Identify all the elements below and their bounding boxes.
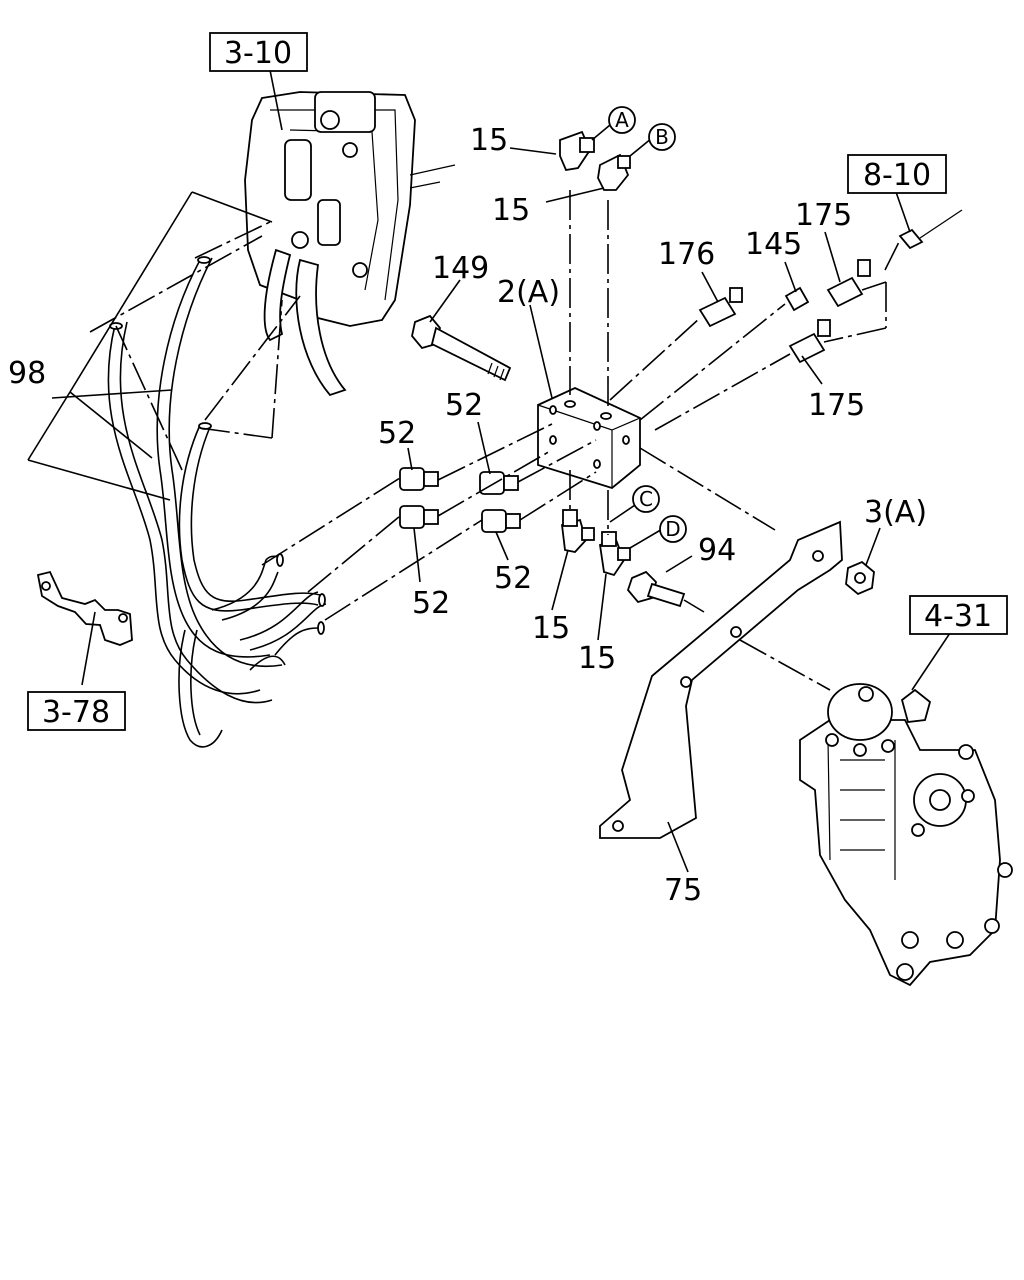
leader-lines: [27, 69, 953, 873]
switch-175-bottom: [788, 319, 831, 364]
switch-176: [698, 287, 743, 328]
switch-175-top: [826, 259, 871, 308]
union-fittings-52: [399, 467, 521, 533]
label-15-b: 15: [492, 193, 530, 228]
label-149: 149: [432, 251, 489, 286]
callout-a: A: [608, 106, 636, 134]
ref-label-3-78: 3-78: [42, 695, 110, 730]
label-175-top: 175: [795, 198, 852, 233]
svg-text:B: B: [655, 125, 669, 149]
label-52-a: 52: [378, 416, 416, 451]
label-15-a: 15: [470, 123, 508, 158]
pipe-clip: [36, 570, 133, 646]
steering-gear-box: [799, 683, 1013, 987]
pressure-switches: [698, 209, 963, 364]
ref-label-4-31: 4-31: [924, 599, 992, 634]
callout-b: B: [648, 123, 676, 151]
svg-text:C: C: [639, 487, 653, 511]
dashed-guide-lines: [89, 190, 901, 691]
label-176: 176: [658, 237, 715, 272]
ref-box-4-31: 4-31: [909, 595, 1008, 635]
label-175-bottom: 175: [808, 388, 865, 423]
callout-d: D: [659, 515, 687, 543]
nut-3a: [845, 560, 875, 596]
svg-text:D: D: [665, 517, 680, 541]
ref-box-8-10: 8-10: [847, 154, 947, 194]
elbow-fittings-15: [559, 130, 631, 577]
pedal-bracket-assembly: [244, 91, 456, 397]
label-98: 98: [8, 356, 46, 391]
label-3a: 3(A): [864, 495, 927, 530]
callout-c: C: [632, 485, 660, 513]
label-15-d: 15: [578, 641, 616, 676]
ref-label-3-10: 3-10: [224, 36, 292, 71]
label-52-d: 52: [494, 561, 532, 596]
label-52-c: 52: [412, 586, 450, 621]
ref-label-8-10: 8-10: [863, 158, 931, 193]
label-75: 75: [664, 873, 702, 908]
connector-8-10: [898, 209, 963, 250]
ref-box-3-78: 3-78: [27, 691, 126, 731]
part-labels: 15 15 15 15 149 2(A) 176 145 175 175 98 …: [8, 123, 927, 908]
bolt-149: [411, 314, 512, 382]
bolt-94: [626, 570, 686, 608]
ref-box-3-10: 3-10: [209, 32, 308, 72]
junction-block: [537, 387, 641, 490]
plug-145: [784, 286, 810, 312]
label-2a: 2(A): [497, 275, 560, 310]
label-52-b: 52: [445, 388, 483, 423]
label-94: 94: [698, 533, 736, 568]
label-15-c: 15: [532, 611, 570, 646]
svg-text:A: A: [615, 108, 629, 132]
pipe-bundle-98: [107, 256, 327, 748]
bracket-75: [599, 520, 843, 839]
label-145: 145: [745, 227, 802, 262]
